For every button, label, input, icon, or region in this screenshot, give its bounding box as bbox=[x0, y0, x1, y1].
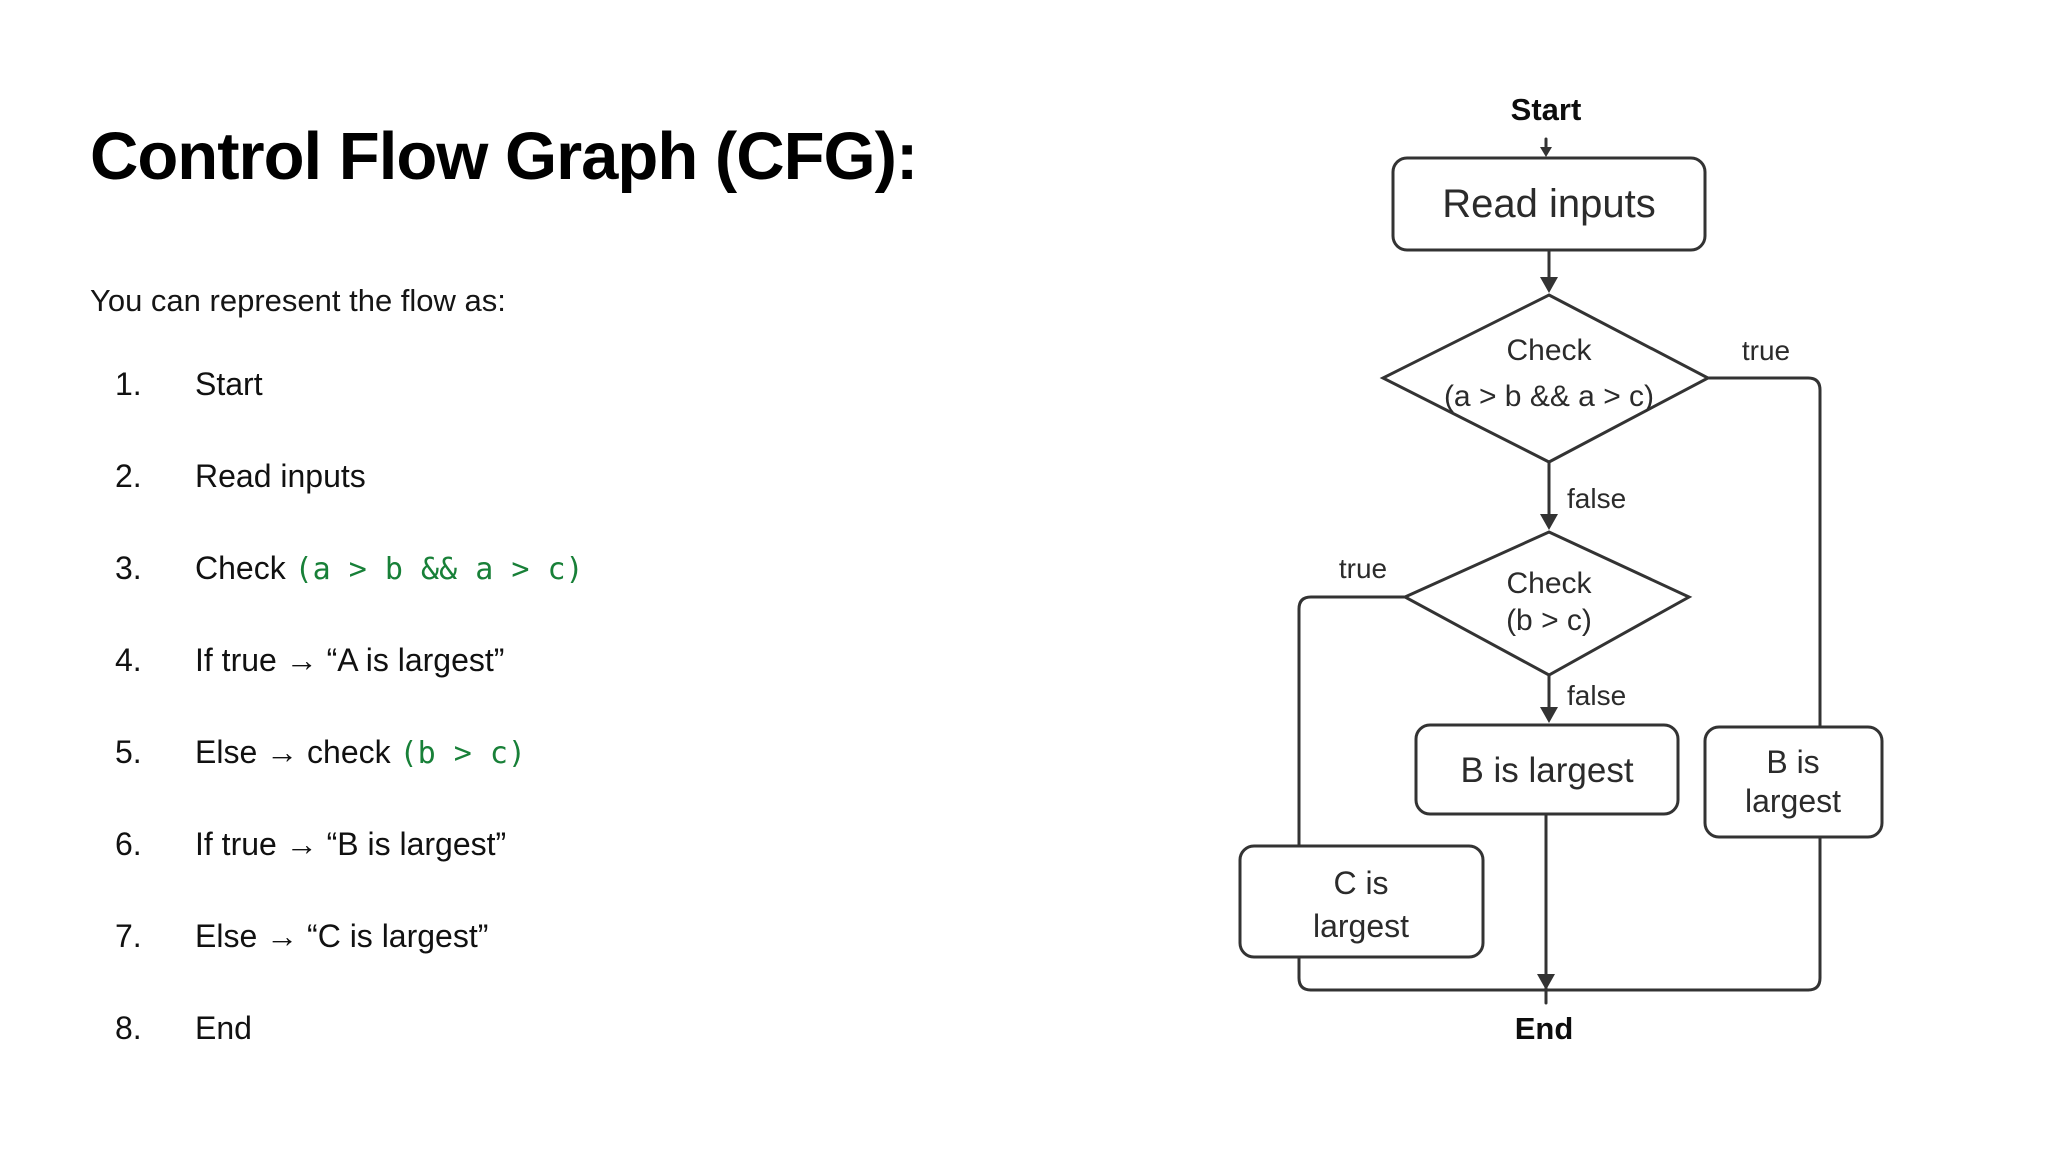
list-number: 1. bbox=[115, 366, 142, 402]
list-item-3: 3. Check (a > b && a > c) bbox=[0, 550, 1100, 592]
c-largest-node bbox=[1238, 844, 1485, 959]
list-text: Else → “C is largest” bbox=[195, 918, 489, 954]
decision1-node bbox=[1379, 293, 1712, 464]
list-number: 2. bbox=[115, 458, 142, 494]
arrowhead-to-decision2 bbox=[1540, 514, 1558, 530]
list-text: Read inputs bbox=[195, 458, 366, 494]
flowchart-svg: Start Read inputs Check (a > b && a > c)… bbox=[1238, 92, 1884, 1046]
c-largest-label-2: largest bbox=[1313, 908, 1409, 944]
edge-label-true1: true bbox=[1742, 335, 1790, 366]
edge-label-false1: false bbox=[1567, 483, 1626, 514]
edge-true1-lower bbox=[1806, 835, 1822, 992]
list-number: 5. bbox=[115, 734, 142, 770]
decision1-title: Check bbox=[1506, 334, 1592, 367]
list-text: Start bbox=[195, 366, 263, 402]
b-largest-center-label: B is largest bbox=[1460, 751, 1633, 790]
c-largest-label-1: C is bbox=[1333, 865, 1388, 901]
list-text: Check bbox=[195, 550, 295, 586]
list-number: 8. bbox=[115, 1010, 142, 1046]
list-item-4: 4. If true → “A is largest” bbox=[0, 642, 1100, 684]
b-largest-right-label-1: B is bbox=[1766, 744, 1819, 780]
edge-true1-upper bbox=[1706, 376, 1822, 729]
list-text: Else → check bbox=[195, 734, 400, 770]
list-number: 7. bbox=[115, 918, 142, 954]
list-item-1: 1. Start bbox=[0, 366, 1100, 408]
edge-true2-lower bbox=[1297, 955, 1313, 992]
page-title: Control Flow Graph (CFG): bbox=[90, 119, 918, 194]
list-text: If true → “B is largest” bbox=[195, 826, 507, 862]
edge-label-false2: false bbox=[1567, 680, 1626, 711]
arrowhead-to-end bbox=[1537, 974, 1555, 990]
arrowhead-to-decision1 bbox=[1540, 277, 1558, 293]
read-inputs-label: Read inputs bbox=[1442, 182, 1655, 226]
decision2-node bbox=[1401, 530, 1693, 677]
b-largest-center-node bbox=[1414, 723, 1680, 816]
b-largest-right-node bbox=[1703, 725, 1884, 839]
intro-text: You can represent the flow as: bbox=[90, 283, 506, 318]
decision2-title: Check bbox=[1506, 567, 1592, 600]
list-item-6: 6. If true → “B is largest” bbox=[0, 826, 1100, 868]
list-code: (a > b && a > c) bbox=[294, 552, 584, 587]
read-inputs-node bbox=[1391, 156, 1707, 252]
list-code: (b > c) bbox=[399, 736, 526, 771]
arrowhead-to-b-center bbox=[1540, 707, 1558, 723]
list-text: End bbox=[195, 1010, 252, 1046]
edge-true2-upper bbox=[1297, 595, 1407, 848]
decision2-condition: (b > c) bbox=[1506, 604, 1592, 637]
list-item-5: 5. Else → check (b > c) bbox=[0, 734, 1100, 776]
end-label: End bbox=[1515, 1011, 1574, 1046]
list-item-2: 2. Read inputs bbox=[0, 458, 1100, 500]
arrowhead-start bbox=[1540, 147, 1552, 157]
decision1-condition: (a > b && a > c) bbox=[1444, 380, 1654, 413]
list-number: 4. bbox=[115, 642, 142, 678]
list-number: 6. bbox=[115, 826, 142, 862]
start-label: Start bbox=[1511, 92, 1582, 127]
list-text: If true → “A is largest” bbox=[195, 642, 505, 678]
b-largest-right-label-2: largest bbox=[1745, 783, 1841, 819]
list-item-8: 8. End bbox=[0, 1010, 1100, 1052]
list-item-7: 7. Else → “C is largest” bbox=[0, 918, 1100, 960]
list-number: 3. bbox=[115, 550, 142, 586]
edge-label-true2: true bbox=[1339, 553, 1387, 584]
